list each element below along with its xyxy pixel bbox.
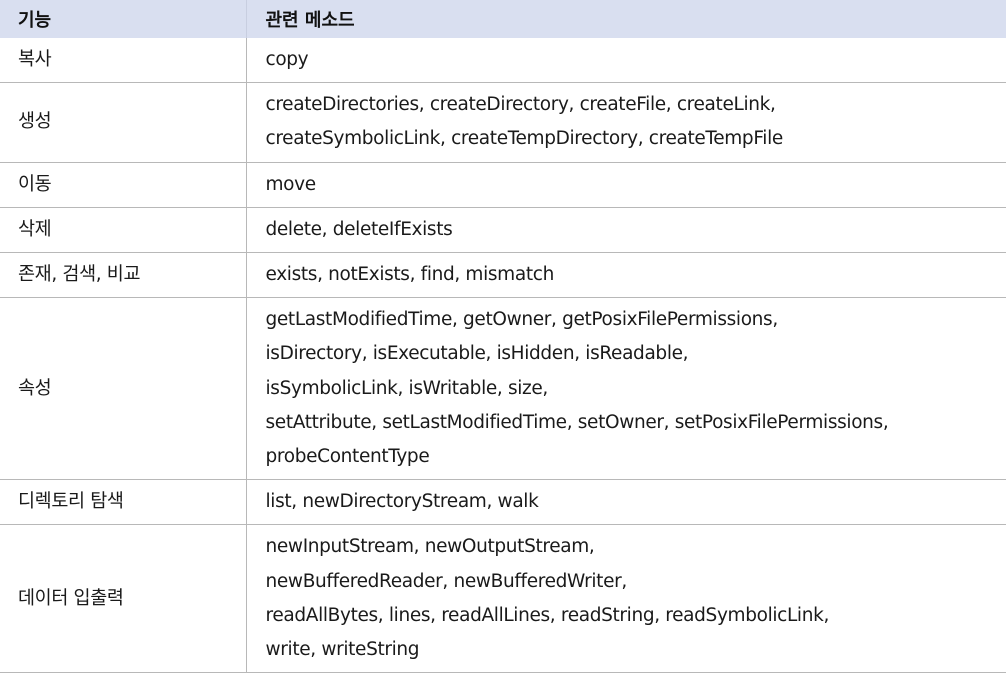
method-line: getLastModifiedTime, getOwner, getPosixF… bbox=[265, 309, 779, 331]
table-row: 속성 getLastModifiedTime, getOwner, getPos… bbox=[0, 297, 1006, 481]
feature-cell: 이동 bbox=[0, 162, 246, 208]
method-line: newBufferedReader, newBufferedWriter, bbox=[265, 570, 628, 592]
header-feature: 기능 bbox=[0, 0, 246, 38]
methods-cell: createDirectories, createDirectory, crea… bbox=[245, 82, 1006, 163]
method-line: write, writeString bbox=[265, 639, 420, 661]
feature-cell: 복사 bbox=[0, 38, 246, 84]
method-line: exists, notExists, find, mismatch bbox=[265, 264, 555, 286]
table-row: 존재, 검색, 비교 exists, notExists, find, mism… bbox=[0, 252, 1006, 299]
method-line: probeContentType bbox=[265, 446, 430, 468]
table-row: 디렉토리 탐색 list, newDirectoryStream, walk bbox=[0, 479, 1006, 526]
method-line: readAllBytes, lines, readAllLines, readS… bbox=[265, 604, 830, 626]
methods-cell: copy bbox=[245, 38, 1006, 84]
header-methods: 관련 메소드 bbox=[245, 0, 1006, 38]
header-row: 기능 관련 메소드 bbox=[0, 0, 1006, 38]
method-line: createSymbolicLink, createTempDirectory,… bbox=[265, 128, 784, 150]
methods-cell: move bbox=[245, 162, 1006, 208]
methods-cell: list, newDirectoryStream, walk bbox=[245, 479, 1006, 526]
method-line: setAttribute, setLastModifiedTime, setOw… bbox=[265, 411, 889, 433]
methods-cell: delete, deleteIfExists bbox=[245, 207, 1006, 254]
feature-cell: 생성 bbox=[0, 82, 246, 163]
feature-cell: 속성 bbox=[0, 297, 246, 481]
table-row: 데이터 입출력 newInputStream, newOutputStream,… bbox=[0, 524, 1006, 674]
methods-cell: newInputStream, newOutputStream, newBuff… bbox=[245, 524, 1006, 674]
table-row: 삭제 delete, deleteIfExists bbox=[0, 207, 1006, 254]
table-header: 기능 관련 메소드 bbox=[0, 0, 1006, 38]
method-line: list, newDirectoryStream, walk bbox=[265, 491, 539, 513]
feature-cell: 디렉토리 탐색 bbox=[0, 479, 246, 526]
methods-cell: getLastModifiedTime, getOwner, getPosixF… bbox=[245, 297, 1006, 481]
table-body: 복사 copy 생성 createDirectories, createDire… bbox=[0, 38, 1006, 674]
method-line: delete, deleteIfExists bbox=[265, 218, 453, 240]
table-row: 복사 copy bbox=[0, 38, 1006, 84]
method-line: copy bbox=[265, 49, 309, 70]
method-line: isDirectory, isExecutable, isHidden, isR… bbox=[265, 343, 689, 365]
feature-cell: 데이터 입출력 bbox=[0, 524, 246, 674]
method-line: isSymbolicLink, isWritable, size, bbox=[265, 377, 549, 399]
table-row: 생성 createDirectories, createDirectory, c… bbox=[0, 82, 1006, 163]
method-line: newInputStream, newOutputStream, bbox=[265, 536, 595, 558]
feature-cell: 존재, 검색, 비교 bbox=[0, 252, 246, 299]
methods-cell: exists, notExists, find, mismatch bbox=[245, 252, 1006, 299]
method-line: createDirectories, createDirectory, crea… bbox=[265, 94, 776, 116]
table-row: 이동 move bbox=[0, 162, 1006, 208]
feature-cell: 삭제 bbox=[0, 207, 246, 254]
method-line: move bbox=[265, 173, 317, 195]
